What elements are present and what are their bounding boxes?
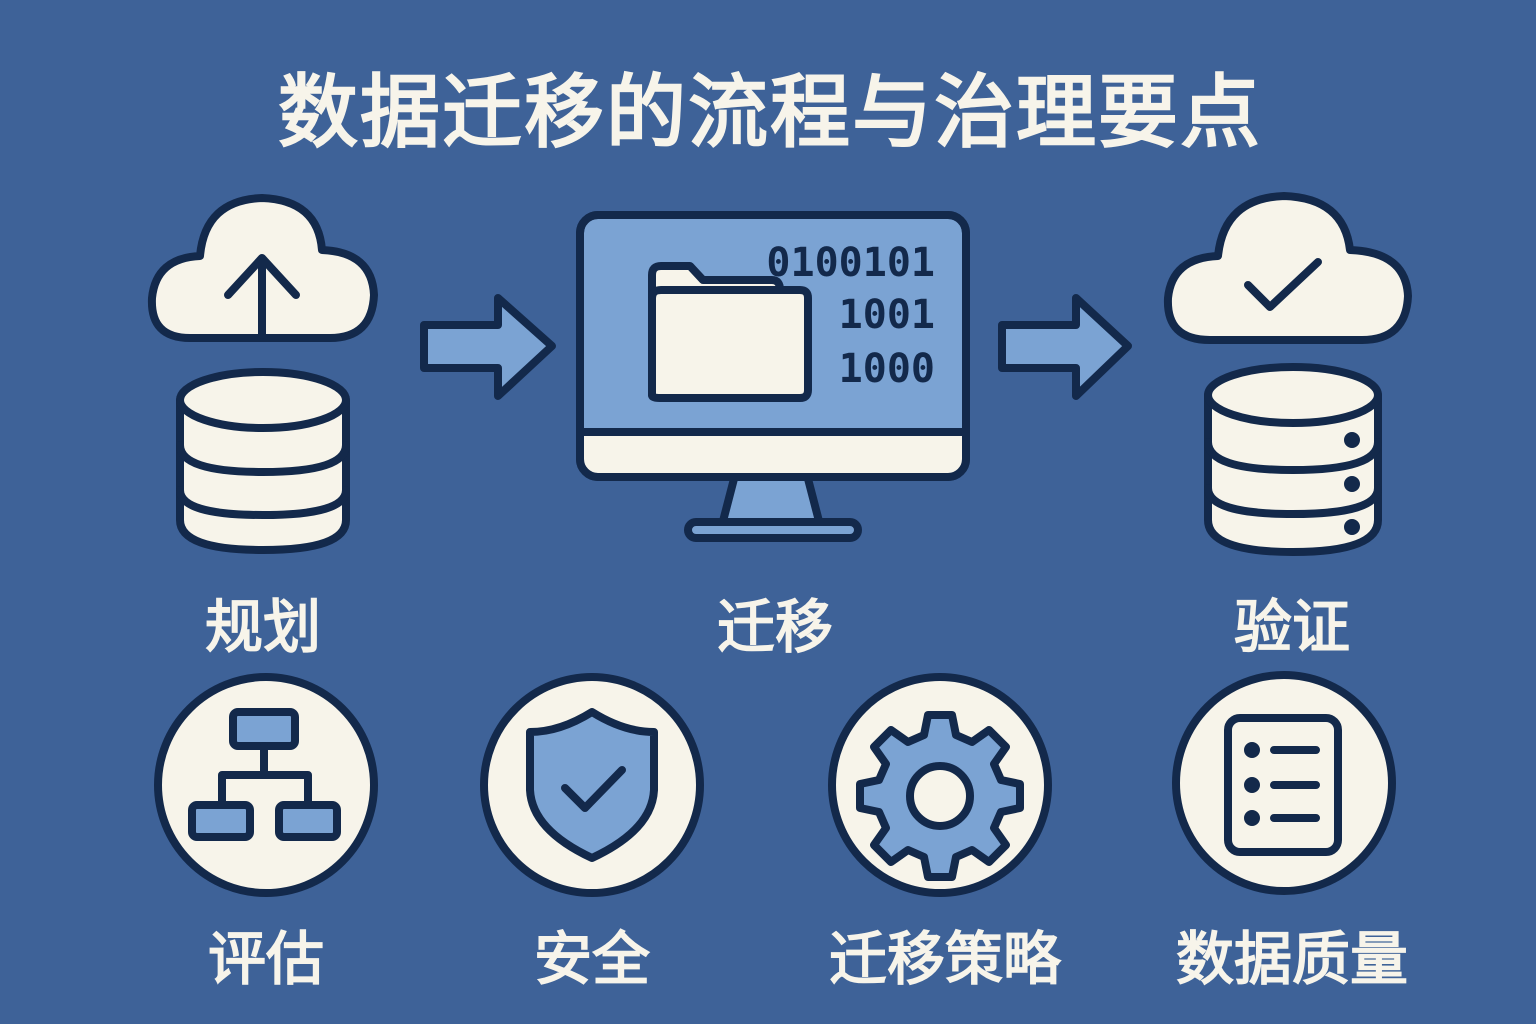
binary-line: 1001 [839, 292, 935, 338]
binary-line: 1000 [839, 346, 935, 392]
step-label-plan: 规划 [204, 593, 321, 661]
checklist-icon [1172, 671, 1396, 895]
shield-check-icon [480, 673, 704, 897]
cloud-upload-icon [147, 194, 378, 342]
step-label-verify: 验证 [1233, 593, 1350, 661]
cloud-check-icon [1163, 192, 1412, 344]
arrow-right-icon [420, 294, 556, 400]
governance-label-security: 安全 [533, 925, 650, 993]
hierarchy-icon [154, 673, 378, 897]
binary-line: 0100101 [766, 240, 935, 286]
governance-label-strategy: 迁移策略 [828, 925, 1061, 993]
database-icon [176, 368, 350, 554]
page-title: 数据迁移的流程与治理要点 [278, 66, 1262, 159]
governance-label-assessment: 评估 [207, 925, 324, 993]
folder-icon [648, 262, 812, 402]
arrow-right-icon [998, 294, 1132, 400]
gear-icon [828, 673, 1052, 897]
governance-label-quality: 数据质量 [1175, 925, 1408, 993]
database-server-icon [1204, 363, 1382, 556]
step-label-migrate: 迁移 [716, 593, 833, 661]
